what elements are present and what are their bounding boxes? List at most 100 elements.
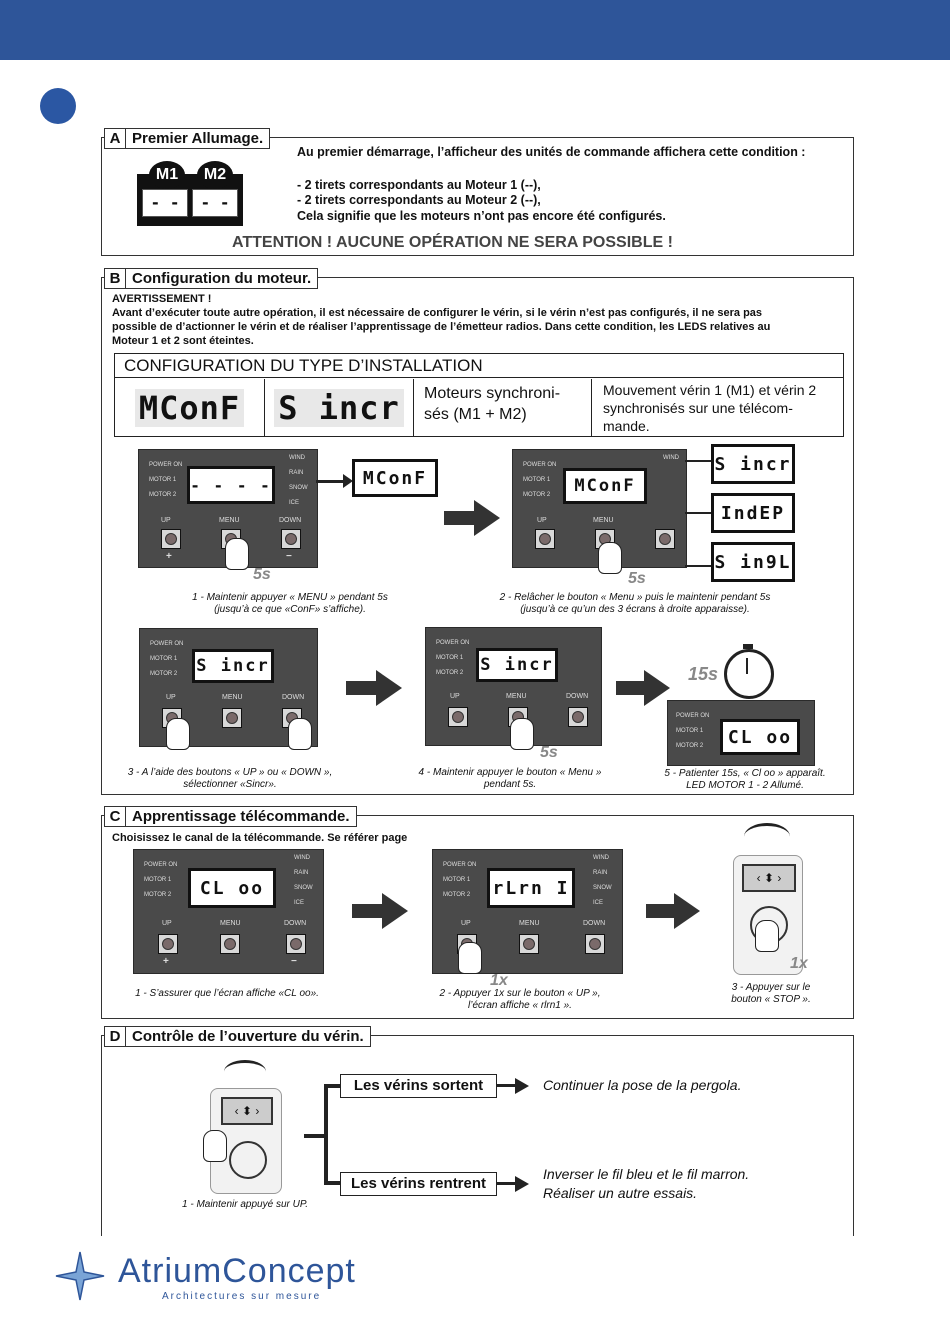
warning-line1: Avant d’exécuter toute autre opération, … <box>112 307 763 319</box>
section-title: Apprentissage télécommande. <box>132 808 350 825</box>
retract-result-2: Réaliser un autre essais. <box>543 1185 698 1201</box>
caption-line: 4 - Maintenir appuyer le bouton « Menu » <box>418 767 602 778</box>
arrow-head-icon <box>515 1078 529 1094</box>
lcd-screen: - - - - <box>187 466 275 504</box>
arrow-line <box>685 512 711 514</box>
caption-line: 1 - Maintenir appuyer « MENU » pendant 5… <box>192 592 388 603</box>
config-cell-mconf: MConF <box>115 379 265 436</box>
power-label: POWER ON <box>150 641 184 647</box>
logo-star-icon <box>54 1250 106 1302</box>
up-button[interactable] <box>448 707 468 727</box>
caption-line: (jusqu’à ce que «ConF» s’affiche). <box>214 604 366 615</box>
power-label: POWER ON <box>523 462 557 468</box>
brand-tagline: Architectures sur mesure <box>162 1291 322 1302</box>
extend-label: Les vérins sortent <box>340 1074 497 1098</box>
hold-time: 5s <box>540 744 558 761</box>
section-bullet <box>40 88 76 124</box>
arrow-line <box>685 460 711 462</box>
lcd-sincr: S incr <box>274 388 404 427</box>
big-arrow-icon <box>352 893 408 929</box>
lcd-screen: S incr <box>476 648 558 682</box>
hold-time: 5s <box>628 570 646 587</box>
arrow-line <box>497 1084 517 1087</box>
caption-line: l’écran affiche « rlrn1 ». <box>468 1000 572 1011</box>
wind-label: WIND <box>289 455 305 461</box>
remote-screen: ‹ ⬍ › <box>221 1097 273 1125</box>
menu-label: MENU <box>220 920 241 927</box>
retract-label: Les vérins rentrent <box>340 1172 497 1196</box>
section-a-line2: - 2 tirets correspondants au Moteur 2 (-… <box>297 193 541 207</box>
arrow-head-icon <box>515 1176 529 1192</box>
up-button[interactable] <box>158 934 178 954</box>
control-panel-c2: POWER ON MOTOR 1 MOTOR 2 WIND RAIN SNOW … <box>432 849 623 974</box>
section-letter: C <box>105 807 126 826</box>
down-button[interactable] <box>655 529 675 549</box>
big-arrow-icon <box>646 893 700 929</box>
branch-line <box>324 1084 328 1184</box>
step4-caption: 4 - Maintenir appuyer le bouton « Menu »… <box>400 767 620 791</box>
menu-button[interactable] <box>222 708 242 728</box>
pointing-hand-icon <box>755 920 779 952</box>
m2-badge: M2 <box>197 161 233 189</box>
section-c-intro: Choisissez le canal de la télécommande. … <box>112 832 408 844</box>
down-button[interactable] <box>568 707 588 727</box>
caption-line: (jusqu’à ce qu’un des 3 écrans à droite … <box>520 604 750 615</box>
down-button[interactable] <box>286 934 306 954</box>
up-label: UP <box>161 517 171 524</box>
menu-button[interactable] <box>220 934 240 954</box>
arrow-line <box>316 480 346 483</box>
section-letter: D <box>105 1027 126 1046</box>
big-arrow-icon <box>444 500 500 536</box>
remote-dpad[interactable] <box>229 1141 267 1179</box>
power-label: POWER ON <box>436 640 470 646</box>
step2-caption: 2 - Relâcher le bouton « Menu » puis le … <box>490 592 780 616</box>
brand-name: AtriumConcept <box>118 1252 356 1290</box>
control-panel-step1: POWER ON MOTOR 1 MOTOR 2 WIND RAIN SNOW … <box>138 449 318 568</box>
snow-label: SNOW <box>289 485 308 491</box>
up-label: UP <box>450 693 460 700</box>
warning-line2: possible de d’actionner le vérin et de r… <box>112 321 771 333</box>
motor1-label: MOTOR 1 <box>144 877 172 883</box>
motor2-label: MOTOR 2 <box>443 892 471 898</box>
up-label: UP <box>537 517 547 524</box>
lcd-result: MConF <box>352 459 438 497</box>
up-button[interactable] <box>535 529 555 549</box>
caption-line: 2 - Appuyer 1x sur le bouton « UP », <box>439 988 601 999</box>
caption-line: pendant 5s. <box>483 779 537 790</box>
config-cell-sincr: S incr <box>265 379 414 436</box>
section-title: Configuration du moteur. <box>132 270 312 287</box>
big-arrow-icon <box>346 670 402 706</box>
config-table-title: CONFIGURATION DU TYPE D’INSTALLATION <box>115 354 843 378</box>
wind-label: WIND <box>593 855 609 861</box>
m1-badge: M1 <box>149 161 185 189</box>
wind-label: WIND <box>294 855 310 861</box>
remote-screen: ‹ ⬍ › <box>742 864 796 892</box>
up-button[interactable] <box>161 529 181 549</box>
down-button[interactable] <box>585 934 605 954</box>
c-step2-caption: 2 - Appuyer 1x sur le bouton « UP »,l’éc… <box>410 988 630 1012</box>
m1-display: - - <box>142 189 188 217</box>
pointing-hand-icon <box>510 718 534 750</box>
power-label: POWER ON <box>149 462 183 468</box>
arrow-line <box>685 565 711 567</box>
section-a-warning: ATTENTION ! AUCUNE OPÉRATION NE SERA POS… <box>232 234 673 251</box>
extend-result: Continuer la pose de la pergola. <box>543 1077 742 1093</box>
pointing-hand-icon <box>458 942 482 974</box>
menu-button[interactable] <box>519 934 539 954</box>
section-title: Premier Allumage. <box>132 130 264 147</box>
down-label: DOWN <box>566 693 589 700</box>
menu-label: MENU <box>519 920 540 927</box>
rain-label: RAIN <box>593 870 608 876</box>
pointing-hand-icon <box>225 538 249 570</box>
caption-line: sélectionner «Sincr». <box>183 779 277 790</box>
signal-waves-icon <box>744 823 790 850</box>
c-step1-caption: 1 - S’assurer que l’écran affiche «CL oo… <box>135 988 319 999</box>
pointing-hand-icon <box>288 718 312 750</box>
motor2-label: MOTOR 2 <box>436 670 464 676</box>
stopwatch-icon <box>724 644 774 699</box>
down-button[interactable] <box>281 529 301 549</box>
caption-line: 3 - Appuyer sur le <box>731 982 811 993</box>
warning-line3: Moteur 1 et 2 sont éteintes. <box>112 335 254 347</box>
caption-line: 5 - Patienter 15s, « Cl oo » apparaît. <box>664 768 826 779</box>
